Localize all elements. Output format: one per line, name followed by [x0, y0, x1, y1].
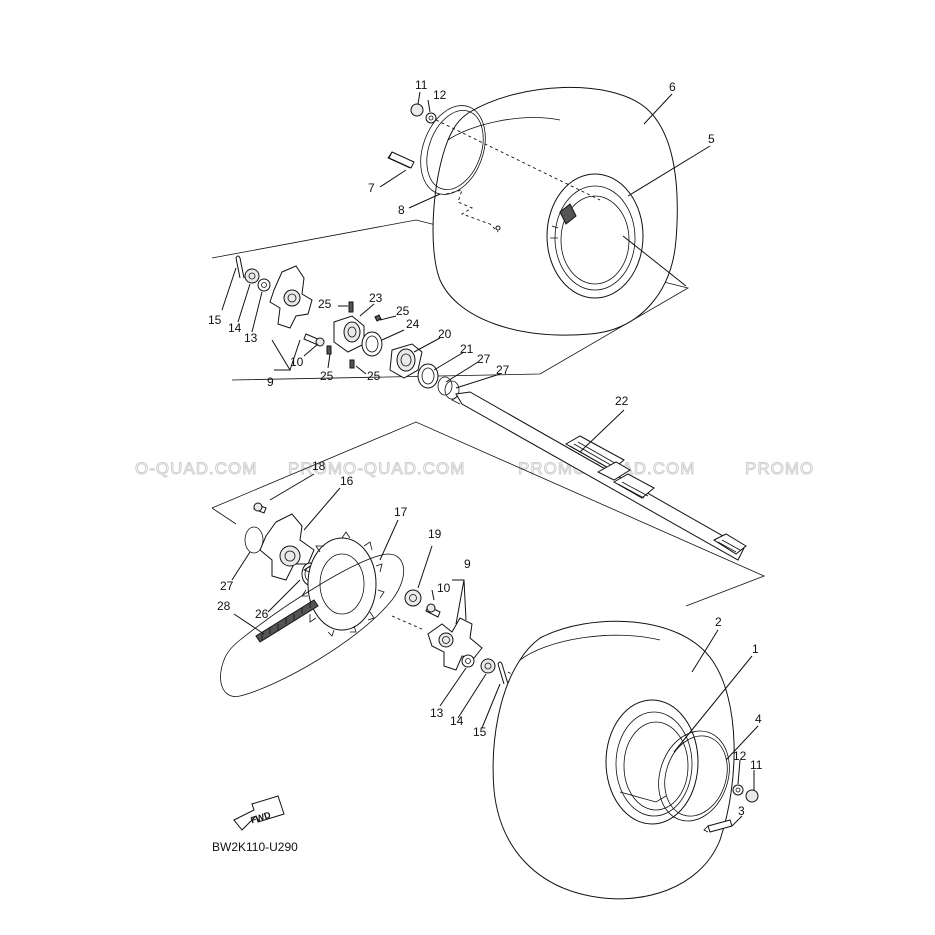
callout-25-a: 25 — [318, 297, 332, 311]
washer-13-upper — [257, 278, 271, 292]
sprocket-17 — [301, 531, 385, 637]
callout-labels: 6 5 11 12 7 8 15 14 13 9 10 25 23 25 24 … — [208, 78, 763, 818]
callout-25-b: 25 — [396, 304, 410, 318]
callout-6: 6 — [669, 80, 676, 94]
callout-18: 18 — [312, 459, 326, 473]
leader-lines — [221, 91, 759, 827]
nut-19 — [404, 589, 422, 607]
seal-21 — [417, 363, 439, 389]
rim-ring-4 — [658, 730, 730, 822]
callout-3: 3 — [738, 804, 745, 818]
lower-sprocket-components — [220, 502, 731, 801]
diagram-code: BW2K110-U290 — [212, 840, 298, 854]
callout-10-top: 10 — [290, 355, 304, 369]
callout-14-bottom: 14 — [450, 714, 464, 728]
callout-27-a: 27 — [477, 352, 491, 366]
washer-13-lower — [461, 654, 475, 668]
callout-13-top: 13 — [244, 331, 258, 345]
callout-27-c: 27 — [220, 579, 234, 593]
callout-22: 22 — [615, 394, 629, 408]
callout-12-bottom: 12 — [733, 749, 747, 763]
washer-12-upper — [425, 112, 437, 124]
callout-13-bottom: 13 — [430, 706, 444, 720]
callout-10-bottom: 10 — [437, 581, 451, 595]
callout-14-top: 14 — [228, 321, 242, 335]
callout-25-d: 25 — [367, 369, 381, 383]
ring-27-a — [437, 376, 453, 396]
callout-12-top: 12 — [433, 88, 447, 102]
callout-27-b: 27 — [496, 363, 510, 377]
callout-20: 20 — [438, 327, 452, 341]
ring-24 — [361, 331, 383, 357]
nut-14-lower — [480, 658, 496, 674]
callout-21: 21 — [460, 342, 474, 356]
nut-11-upper — [410, 103, 424, 117]
callout-9-bottom: 9 — [464, 557, 471, 571]
callout-2: 2 — [715, 615, 722, 629]
callout-15-bottom: 15 — [473, 725, 487, 739]
callout-7: 7 — [368, 181, 375, 195]
lower-panel — [211, 421, 766, 607]
callout-28: 28 — [217, 599, 231, 613]
callout-4: 4 — [755, 712, 762, 726]
cotter-pin-15-lower — [497, 661, 509, 685]
watermark-text-4: PROMO — [745, 459, 814, 478]
callout-25-c: 25 — [320, 369, 334, 383]
callout-15-top: 15 — [208, 313, 222, 327]
callout-19: 19 — [428, 527, 442, 541]
chain-28-loop — [220, 553, 405, 697]
callout-17: 17 — [394, 505, 408, 519]
callout-5: 5 — [708, 132, 715, 146]
washer-12-lower — [732, 784, 744, 796]
callout-8: 8 — [398, 203, 405, 217]
ring-27-b — [444, 380, 460, 400]
wheel-lower — [605, 699, 699, 825]
nut-11-lower — [745, 789, 759, 803]
callout-9-top: 9 — [267, 375, 274, 389]
callout-24: 24 — [406, 317, 420, 331]
callout-11-top: 11 — [415, 78, 428, 92]
fwd-arrow: FWD — [233, 795, 285, 831]
watermark-text-1: O-QUAD.COM — [135, 459, 257, 478]
watermark-text-2: PROMO-QUAD.COM — [288, 459, 465, 478]
cotter-pin-15-upper — [235, 255, 245, 279]
upper-hub-components — [235, 255, 460, 400]
upper-wheel-assembly — [387, 87, 678, 336]
axle-shaft-22 — [451, 391, 747, 561]
o-ring-27-lower — [244, 526, 264, 554]
lower-wheel-assembly — [492, 620, 759, 900]
callout-16: 16 — [340, 474, 354, 488]
callout-11-bottom: 11 — [750, 758, 763, 772]
chain-28-segment — [255, 599, 319, 643]
callout-23: 23 — [369, 291, 383, 305]
rim-ring-8 — [420, 105, 486, 195]
callout-1: 1 — [752, 642, 759, 656]
watermark: O-QUAD.COM PROMO-QUAD.COM PROMO-QUAD.COM… — [135, 459, 814, 479]
callout-26: 26 — [255, 607, 269, 621]
nut-14-upper — [244, 268, 260, 284]
